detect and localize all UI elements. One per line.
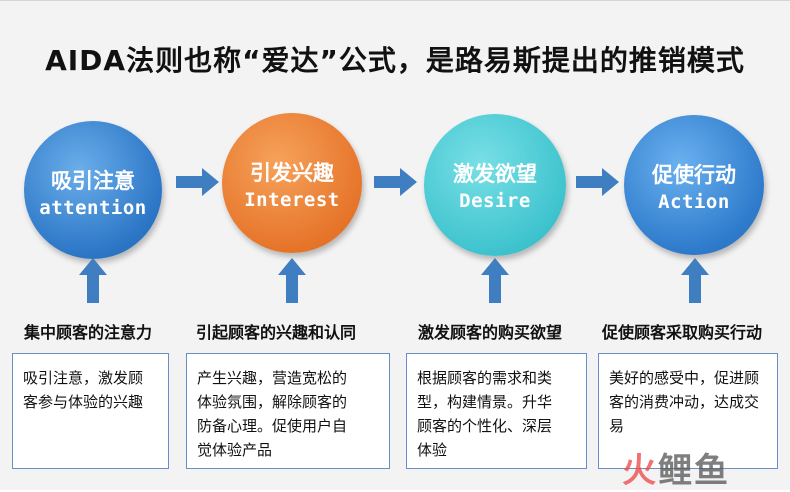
arrow-up-icon <box>79 258 107 303</box>
stage-title-cn: 吸引注意 <box>51 169 135 193</box>
description-line: 体验氛围，解除顾客的 <box>197 393 348 411</box>
description-line: 客参与体验的兴趣 <box>23 393 144 411</box>
stage-description-action: 美好的感受中，促进顾 客的消费冲动，达成交 易 <box>598 353 778 469</box>
stage-title-cn: 引发兴趣 <box>250 161 334 185</box>
diagram-title: AIDA法则也称“爱达”公式，是路易斯提出的推销模式 <box>45 44 745 77</box>
description-line: 易 <box>609 417 625 435</box>
stage-description-interest: 产生兴趣，营造宽松的 体验氛围，解除顾客的 防备心理。促使用户自 觉体验产品 <box>186 353 390 469</box>
watermark-text: 火 <box>622 451 658 491</box>
stage-description-attention: 吸引注意，激发顾 客参与体验的兴趣 <box>12 353 169 469</box>
description-line: 体验 <box>417 441 448 459</box>
stage-title-en: Interest <box>244 189 340 211</box>
arrow-right-icon <box>176 168 219 196</box>
description-line: 客的消费冲动，达成交 <box>609 393 760 411</box>
description-line: 觉体验产品 <box>197 441 273 459</box>
description-line: 顾客的个性化、深层 <box>417 417 553 435</box>
stage-circle-interest: 引发兴趣 Interest <box>222 113 362 253</box>
stage-title-en: Action <box>658 191 730 213</box>
arrow-up-icon <box>681 258 709 303</box>
arrow-right-icon <box>374 168 417 196</box>
stage-title-cn: 激发欲望 <box>453 162 537 186</box>
stage-description-desire: 根据顾客的需求和类 型，构建情景。升华 顾客的个性化、深层 体验 <box>406 353 587 469</box>
watermark-text: 鲤鱼 <box>658 451 730 491</box>
arrow-up-icon <box>278 258 306 303</box>
stage-caption-desire: 激发顾客的购买欲望 <box>418 323 563 342</box>
stage-title-en: attention <box>39 197 147 219</box>
stage-caption-action: 促使顾客采取购买行动 <box>602 323 763 342</box>
watermark-logo: 火鲤鱼 <box>622 443 730 492</box>
stage-circle-attention: 吸引注意 attention <box>24 121 162 259</box>
arrow-up-icon <box>481 258 509 303</box>
stage-caption-interest: 引起顾客的兴趣和认同 <box>196 323 357 342</box>
stage-circle-desire: 激发欲望 Desire <box>424 114 566 256</box>
arrow-right-icon <box>576 168 619 196</box>
stage-caption-attention: 集中顾客的注意力 <box>24 323 153 342</box>
description-line: 产生兴趣，营造宽松的 <box>197 369 348 387</box>
description-line: 美好的感受中，促进顾 <box>609 369 760 387</box>
description-line: 防备心理。促使用户自 <box>197 417 348 435</box>
description-line: 吸引注意，激发顾 <box>23 369 144 387</box>
description-line: 根据顾客的需求和类 <box>417 369 553 387</box>
stage-title-en: Desire <box>459 190 531 212</box>
stage-circle-action: 促使行动 Action <box>624 115 764 255</box>
description-line: 型，构建情景。升华 <box>417 393 553 411</box>
stage-title-cn: 促使行动 <box>652 163 736 187</box>
